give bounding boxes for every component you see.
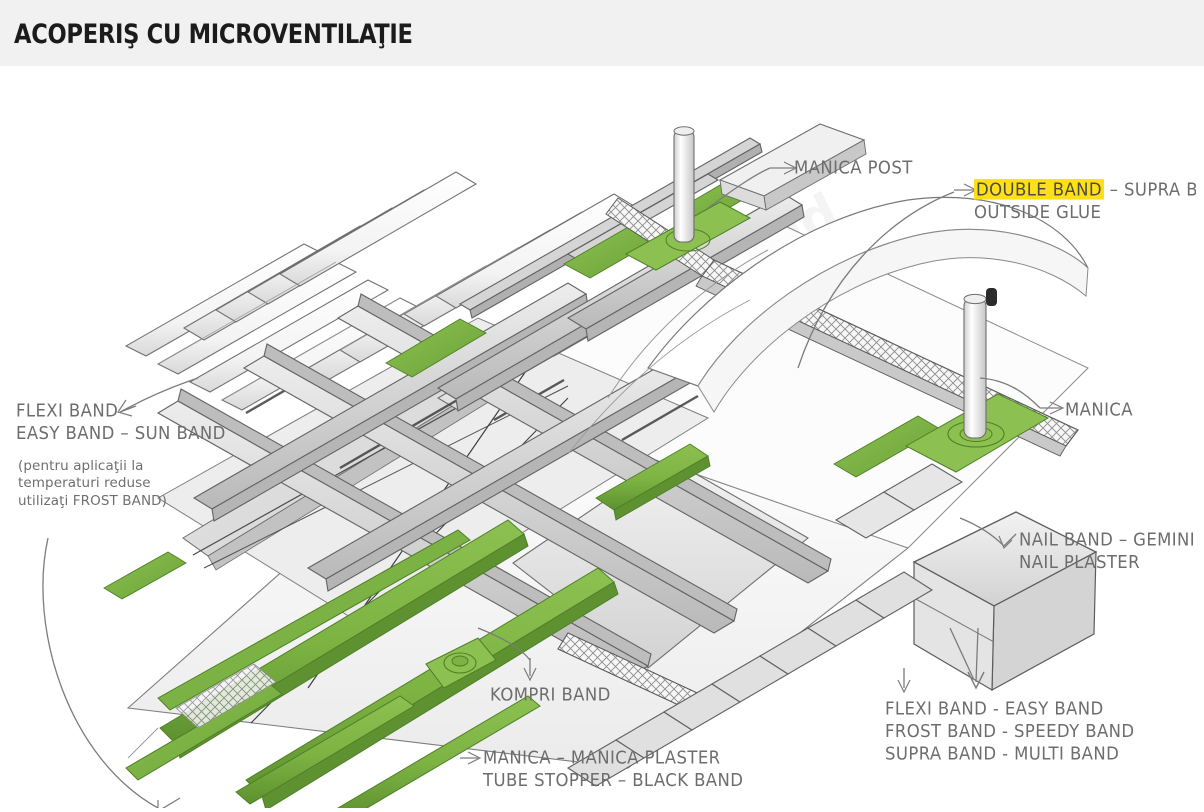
- double-band-rest: – SUPRA BAND: [1109, 179, 1196, 200]
- label-manica: MANICA: [1065, 399, 1133, 420]
- label-nail-plaster: NAIL PLASTER: [1019, 551, 1140, 573]
- label-manica-plaster: MANICA – MANICA PLASTER TUBE STOPPER – B…: [483, 746, 743, 792]
- eave-mesh: [127, 663, 277, 759]
- vent-pipe-upper: [624, 126, 752, 271]
- note-line-3: utilizaţi FROST BAND): [18, 492, 168, 509]
- membrane-roll: [567, 196, 1089, 455]
- chimney-box: [912, 511, 1098, 692]
- label-outside-glue: OUTSIDE GLUE: [974, 201, 1102, 223]
- label-tube-stopper-black-band: TUBE STOPPER – BLACK BAND: [483, 769, 744, 791]
- label-frost-band-note: (pentru aplicaţii la temperaturi reduse …: [18, 458, 167, 510]
- battens-grid: [156, 137, 832, 679]
- label-double-band: DOUBLE BAND – SUPRA BAND OUTSIDE GLUE: [974, 178, 1196, 224]
- label-kompri-band-line1: KOMPRI BAND: [490, 684, 611, 705]
- label-supra-multi: SUPRA BAND - MULTI BAND: [885, 743, 1120, 765]
- header-divider: [0, 66, 1204, 68]
- page-header: ACOPERIŞ CU MICROVENTILAŢIE: [0, 0, 1204, 66]
- roof-construction-illustration: rooftobuildeas rooftobuild: [8, 68, 1196, 808]
- page-title: ACOPERIŞ CU MICROVENTILAŢIE: [14, 19, 413, 50]
- label-manica-right: MANICA: [1065, 398, 1133, 421]
- label-flexi-easy: FLEXI BAND - EASY BAND: [885, 698, 1104, 719]
- label-frost-speedy: FROST BAND - SPEEDY BAND: [885, 720, 1135, 742]
- ridge-board: [718, 123, 867, 211]
- label-flexi-band: FLEXI BAND: [16, 400, 119, 421]
- stepped-flashing-left: [834, 463, 964, 539]
- label-easy-sun-band: EASY BAND – SUN BAND: [16, 422, 226, 444]
- label-bottom-right-group: FLEXI BAND - EASY BAND FROST BAND - SPEE…: [885, 697, 1135, 765]
- label-manica-manica-plaster: MANICA – MANICA PLASTER: [483, 747, 721, 768]
- label-double-band-line1: DOUBLE BAND – SUPRA BAND: [974, 178, 1196, 201]
- vent-pipe-right: [904, 288, 1050, 473]
- label-nail-band: NAIL BAND – GEMINI NAIL PLASTER: [1019, 528, 1195, 574]
- stepped-flashing: [566, 571, 934, 787]
- label-flexi-band-left: FLEXI BAND EASY BAND – SUN BAND: [16, 399, 226, 445]
- label-kompri-band: KOMPRI BAND: [490, 683, 611, 706]
- note-line-1: (pentru aplicaţii la: [18, 458, 144, 474]
- leader-lines: [42, 161, 1065, 808]
- note-line-2: temperaturi reduse: [18, 475, 151, 492]
- label-manica-post-line1: MANICA POST: [794, 157, 913, 178]
- double-band-highlight: DOUBLE BAND: [974, 179, 1105, 200]
- label-nail-band-gemini: NAIL BAND – GEMINI: [1019, 529, 1196, 550]
- diagram-canvas: rooftobuildeas rooftobuild: [8, 68, 1196, 808]
- pipe-collar-patch: [425, 637, 497, 689]
- label-manica-post: MANICA POST: [794, 156, 913, 179]
